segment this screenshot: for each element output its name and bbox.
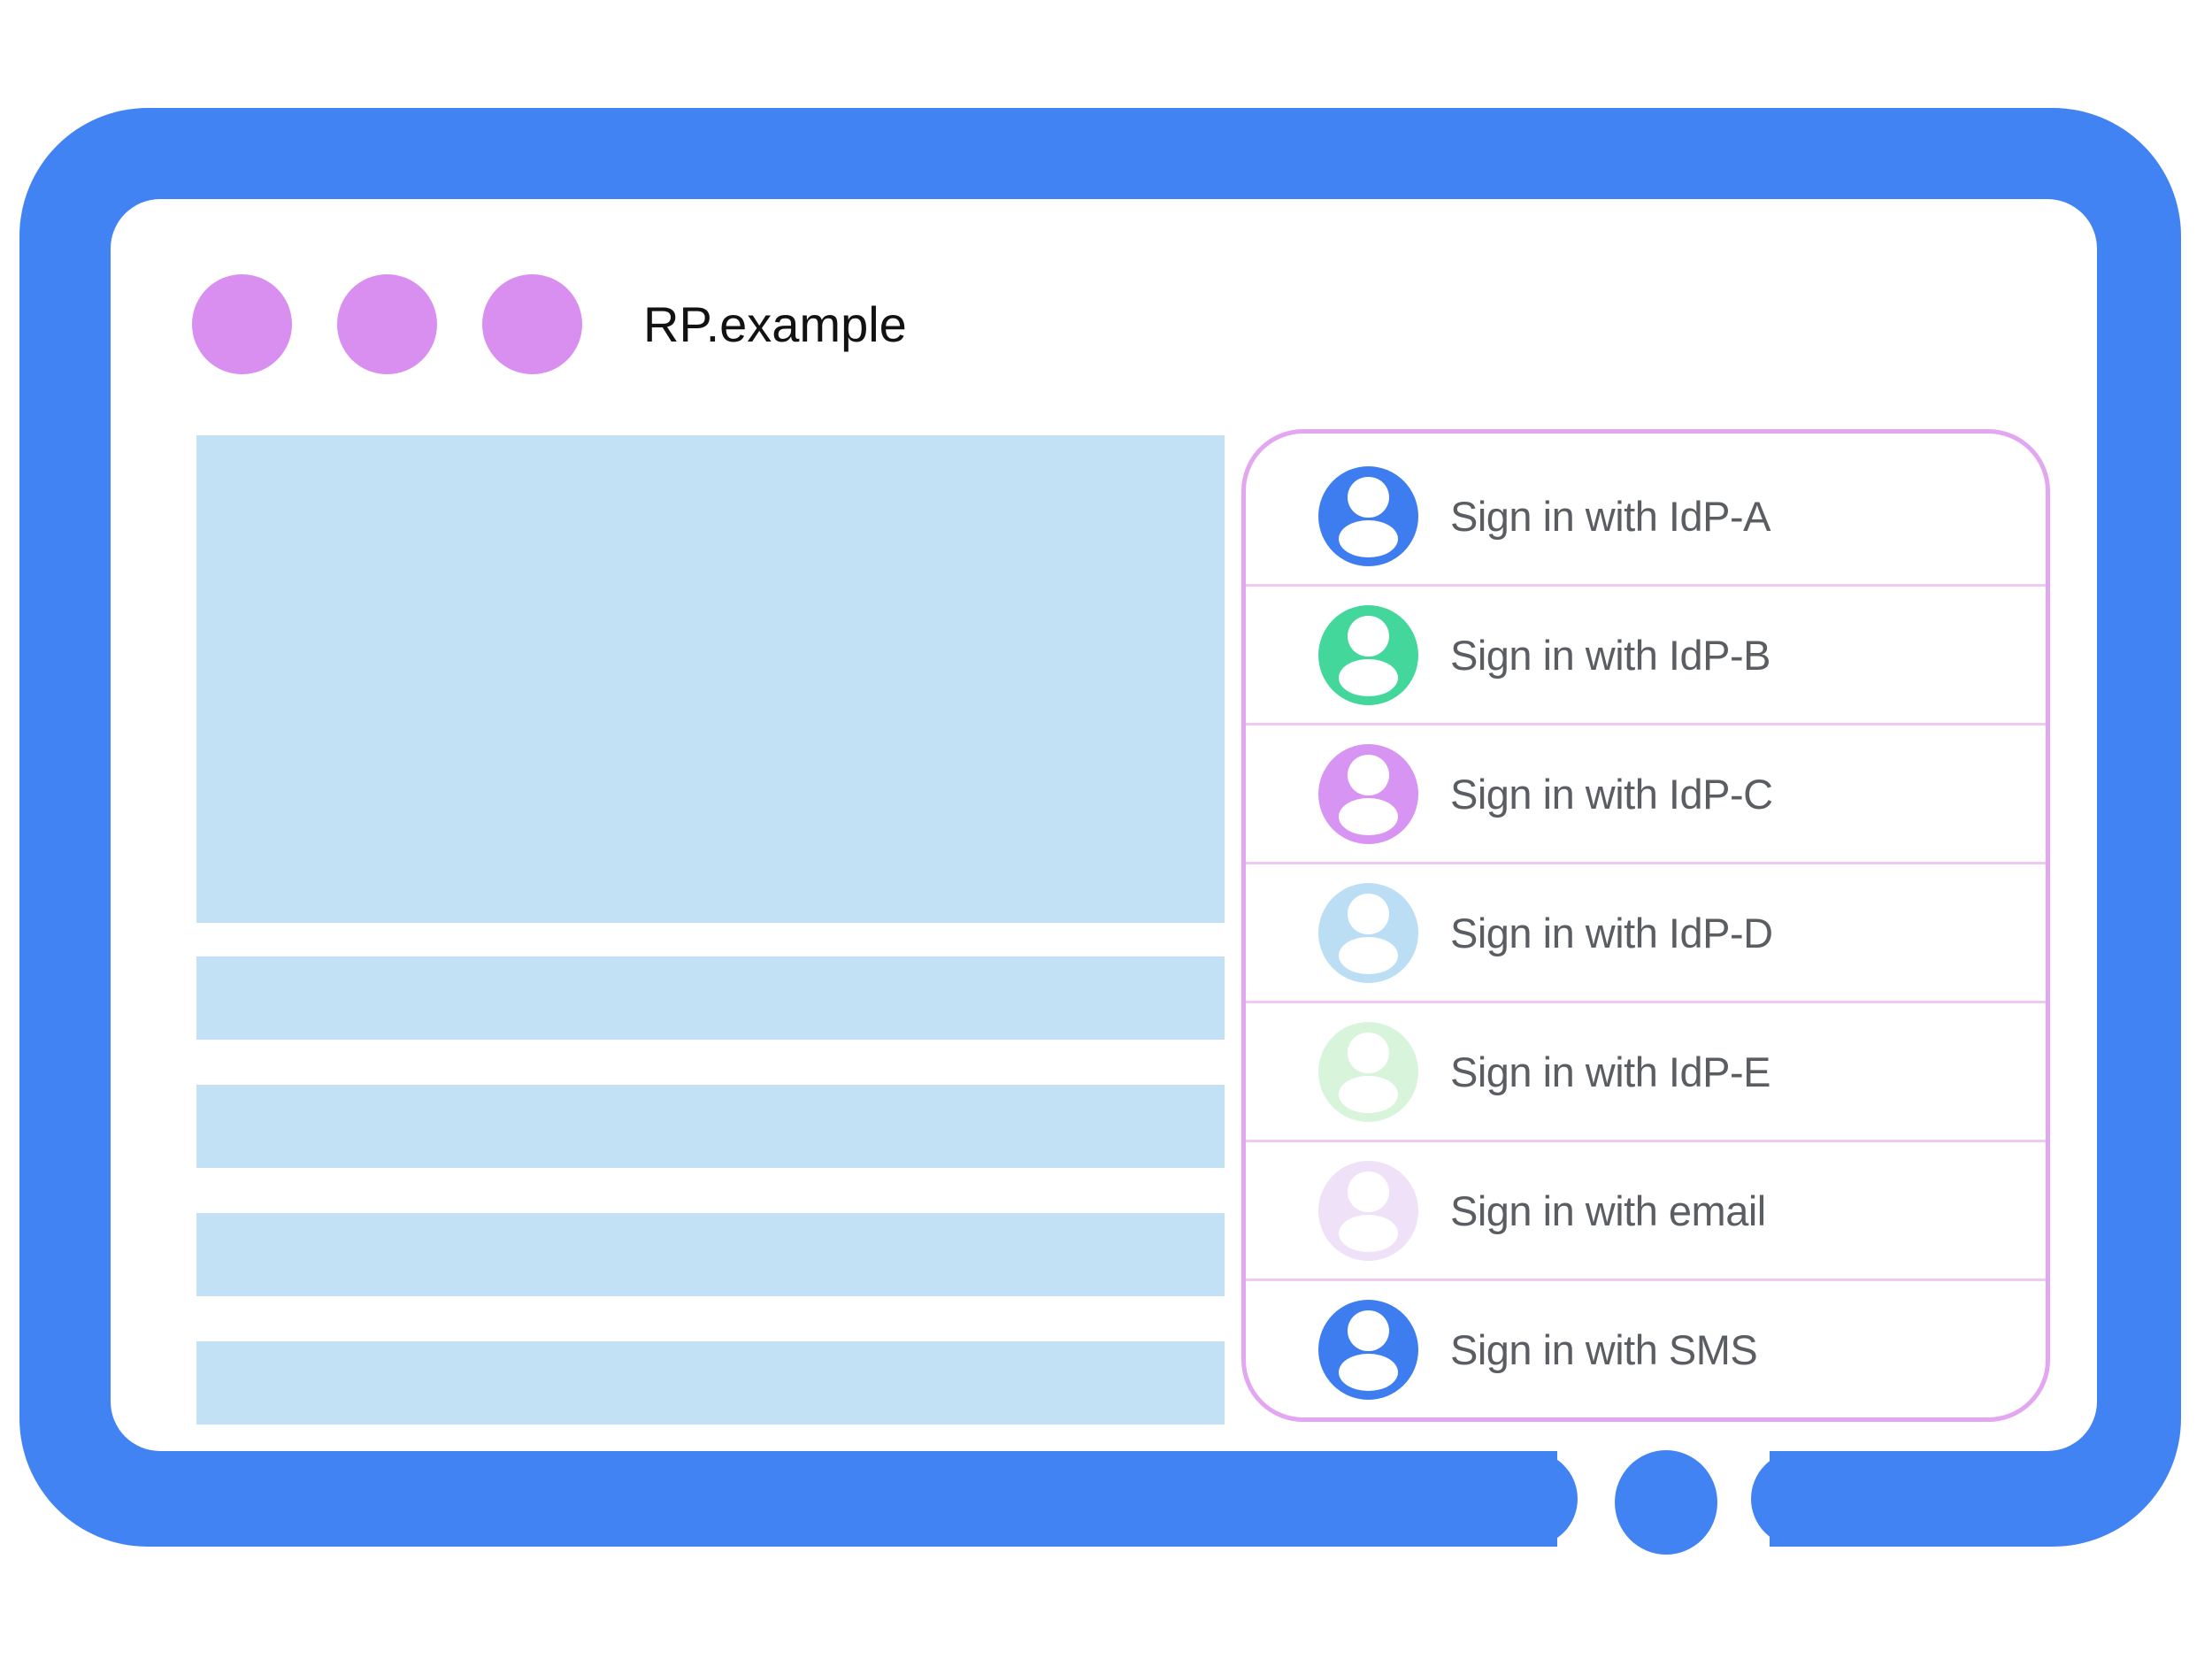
signin-option-label: Sign in with email (1450, 1187, 1766, 1234)
signin-option-idp-a[interactable]: Sign in with IdP-A (1246, 448, 2046, 584)
user-avatar-icon (1318, 882, 1418, 983)
user-avatar-icon (1318, 743, 1418, 844)
bezel-bar-right-cap (1751, 1451, 1833, 1547)
signin-option-label: Sign in with IdP-B (1450, 631, 1770, 679)
user-avatar-icon (1318, 1299, 1418, 1400)
signin-option-idp-b[interactable]: Sign in with IdP-B (1246, 584, 2046, 723)
browser-frame: RP.example Sign in with IdP-A Sign in wi… (19, 108, 2181, 1547)
content-placeholder-bar (196, 1085, 1225, 1168)
user-avatar-icon (1318, 1021, 1418, 1122)
signin-option-idp-c[interactable]: Sign in with IdP-C (1246, 723, 2046, 862)
user-avatar-icon (1318, 1160, 1418, 1261)
signin-option-idp-d[interactable]: Sign in with IdP-D (1246, 862, 2046, 1001)
page-title: RP.example (643, 296, 907, 352)
content-placeholder-hero (196, 435, 1225, 923)
content-placeholder-bar (196, 1213, 1225, 1296)
signin-chooser-panel: Sign in with IdP-A Sign in with IdP-B Si… (1241, 429, 2050, 1422)
signin-option-label: Sign in with IdP-E (1450, 1048, 1770, 1095)
signin-option-idp-e[interactable]: Sign in with IdP-E (1246, 1001, 2046, 1140)
user-avatar-icon (1318, 604, 1418, 705)
user-avatar-icon (1318, 465, 1418, 566)
signin-option-label: Sign in with IdP-D (1450, 909, 1773, 956)
signin-option-label: Sign in with IdP-A (1450, 492, 1770, 540)
window-dot-icon (192, 274, 292, 374)
bezel-bar-left-cap (1495, 1451, 1578, 1547)
window-dot-icon (337, 274, 437, 374)
content-placeholder-bar (196, 956, 1225, 1040)
signin-option-sms[interactable]: Sign in with SMS (1246, 1279, 2046, 1417)
home-button-icon (1615, 1450, 1717, 1555)
signin-option-email[interactable]: Sign in with email (1246, 1140, 2046, 1279)
content-placeholder-bar (196, 1341, 1225, 1425)
signin-option-label: Sign in with SMS (1450, 1325, 1758, 1373)
signin-option-label: Sign in with IdP-C (1450, 770, 1773, 818)
browser-screen: RP.example Sign in with IdP-A Sign in wi… (111, 199, 2097, 1451)
window-dot-icon (482, 274, 582, 374)
